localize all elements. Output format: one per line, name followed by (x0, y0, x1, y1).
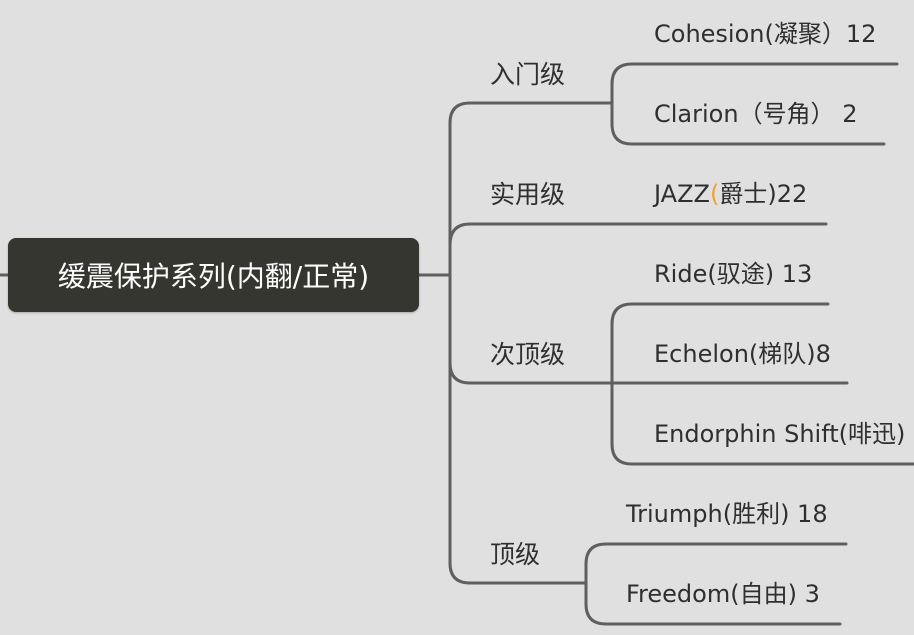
root-label: 缓震保护系列(内翻/正常) (57, 260, 370, 293)
branch-label-entry[interactable]: 入门级 (490, 60, 566, 89)
leaf-jazz-prefix: JAZZ (654, 180, 710, 208)
child-connector-clarion (610, 101, 886, 146)
child-connector-triumph (584, 542, 848, 585)
child-connector-endorphin (610, 381, 914, 466)
root-node[interactable]: 缓震保护系列(内翻/正常) (8, 238, 419, 312)
child-connector-cohesion (610, 62, 899, 105)
branch-connector-top (448, 361, 588, 585)
leaf-freedom[interactable]: Freedom(自由) 3 (626, 580, 820, 608)
leaf-clarion[interactable]: Clarion（号角） 2 (654, 100, 858, 128)
branch-label-top[interactable]: 顶级 (490, 540, 541, 569)
leaf-triumph[interactable]: Triumph(胜利) 18 (626, 500, 828, 528)
leaf-ride[interactable]: Ride(驭途) 13 (654, 260, 813, 288)
leaf-jazz-accent-paren: ( (709, 180, 720, 208)
branch-label-sub-top[interactable]: 次顶级 (490, 340, 566, 369)
leaf-cohesion[interactable]: Cohesion(凝聚）12 (654, 20, 877, 48)
child-connector-freedom (584, 581, 842, 626)
leaf-jazz-suffix: 爵士)22 (719, 180, 808, 208)
leaf-jazz[interactable]: JAZZ(爵士)22 (654, 182, 807, 206)
leaf-echelon[interactable]: Echelon(梯队)8 (654, 340, 831, 368)
branch-connector-entry (448, 101, 614, 277)
branch-label-practical[interactable]: 实用级 (490, 180, 566, 209)
branch-connector-practical (448, 222, 828, 277)
child-connector-ride (610, 302, 830, 385)
leaf-endorphin-shift[interactable]: Endorphin Shift(啡迅) (654, 420, 906, 448)
